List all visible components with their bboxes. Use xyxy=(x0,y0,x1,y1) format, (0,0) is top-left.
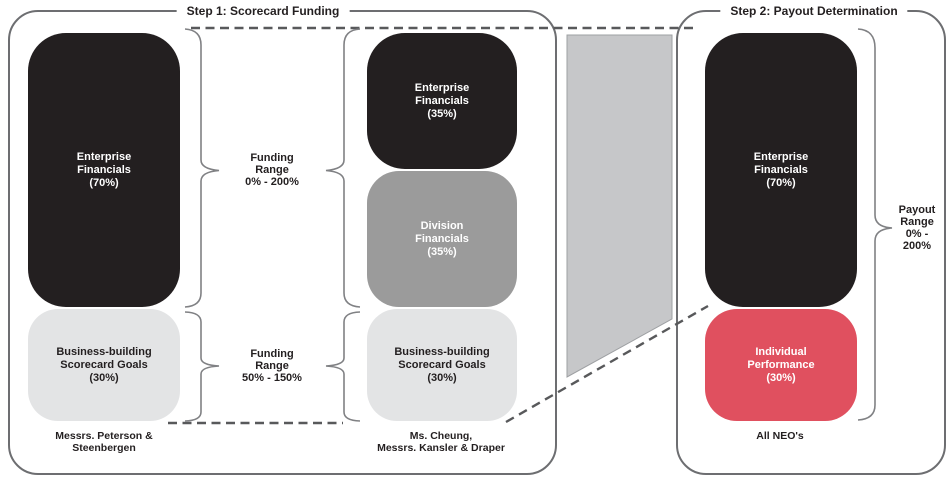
caption-col2: Ms. Cheung, Messrs. Kansler & Draper xyxy=(377,430,505,454)
step1-title: Step 1: Scorecard Funding xyxy=(176,4,350,19)
box-label: Division Financials (35%) xyxy=(415,219,469,258)
box-business-building-col1: Business-building Scorecard Goals (30%) xyxy=(28,309,180,421)
caption-step2: All NEO's xyxy=(756,430,804,442)
box-enterprise-financials-35-col2: Enterprise Financials (35%) xyxy=(367,33,517,169)
box-label: Enterprise Financials (70%) xyxy=(76,150,132,189)
funding-range-bottom-label: Funding Range 50% - 150% xyxy=(242,348,302,384)
box-business-building-col2: Business-building Scorecard Goals (30%) xyxy=(367,309,517,421)
box-enterprise-financials-70-col1: Enterprise Financials (70%) xyxy=(28,33,180,307)
brace-right-bottom xyxy=(325,311,361,422)
box-label: Individual Performance (30%) xyxy=(747,345,815,384)
diagonal-dashed-connector xyxy=(505,304,709,424)
brace-right-top xyxy=(325,28,361,308)
box-label: Enterprise Financials (70%) xyxy=(753,150,809,189)
box-label: Enterprise Financials (35%) xyxy=(414,81,470,120)
box-enterprise-financials-70-step2: Enterprise Financials (70%) xyxy=(705,33,857,307)
funnel-shape xyxy=(566,34,673,378)
box-label: Business-building Scorecard Goals (30%) xyxy=(56,345,152,384)
payout-range-label: Payout Range 0% - 200% xyxy=(898,204,936,252)
brace-left-top xyxy=(184,28,220,308)
step2-title: Step 2: Payout Determination xyxy=(720,4,908,19)
box-individual-performance-step2: Individual Performance (30%) xyxy=(705,309,857,421)
brace-step2 xyxy=(857,28,893,421)
box-label: Business-building Scorecard Goals (30%) xyxy=(394,345,490,384)
brace-left-bottom xyxy=(184,311,220,422)
caption-col1: Messrs. Peterson & Steenbergen xyxy=(55,430,153,454)
box-division-financials-35-col2: Division Financials (35%) xyxy=(367,171,517,307)
funding-range-top-label: Funding Range 0% - 200% xyxy=(245,152,299,188)
